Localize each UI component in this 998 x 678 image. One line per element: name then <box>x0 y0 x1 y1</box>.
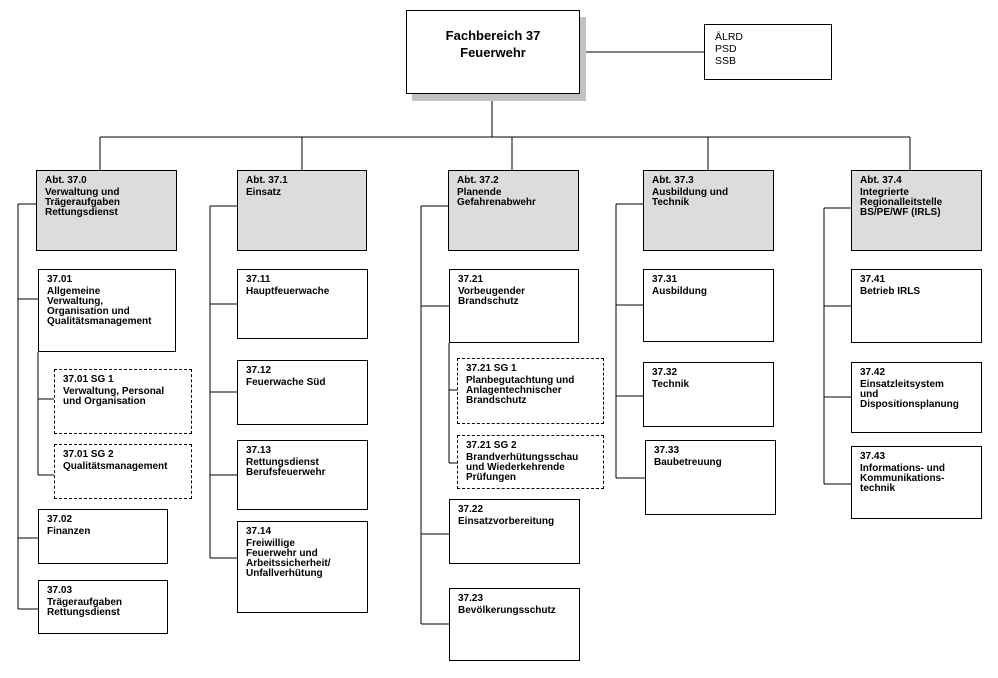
unit-box-37-12: 37.12 Feuerwache Süd <box>237 360 368 425</box>
unit-box-37-33: 37.33 Baubetreuung <box>645 440 776 515</box>
dept-box-37-2: Abt. 37.2 Planende Gefahrenabwehr <box>448 170 579 251</box>
top-unit-box: Fachbereich 37 Feuerwehr <box>406 10 580 94</box>
unit-code: 37.23 <box>458 593 484 604</box>
unit-code: 37.41 <box>860 274 886 285</box>
dept-code: Abt. 37.2 <box>457 175 499 186</box>
unit-box-37-42: 37.42 Einsatzleitsystem und Dispositions… <box>851 362 982 433</box>
unit-code: 37.02 <box>47 514 73 525</box>
dept-name: Planende Gefahrenabwehr <box>457 187 536 208</box>
dept-name: Verwaltung und Trägeraufgaben Rettungsdi… <box>45 187 121 218</box>
unit-box-37-23: 37.23 Bevölkerungsschutz <box>449 588 580 661</box>
unit-name: Qualitätsmanagement <box>63 461 168 472</box>
dept-code: Abt. 37.4 <box>860 175 902 186</box>
unit-code: 37.21 SG 1 <box>466 363 517 374</box>
unit-box-37-41: 37.41 Betrieb IRLS <box>851 269 982 343</box>
unit-name: Vorbeugender Brandschutz <box>458 286 526 307</box>
unit-name: Finanzen <box>47 526 91 537</box>
unit-name: Brandverhütungsschau und Wiederkehrende … <box>466 452 579 483</box>
staff-box: ÄLRD PSD SSB <box>704 24 832 80</box>
unit-code: 37.32 <box>652 367 678 378</box>
unit-name: Rettungsdienst Berufsfeuerwehr <box>246 457 326 478</box>
unit-name: Betrieb IRLS <box>860 286 921 297</box>
unit-box-37-21-sg1: 37.21 SG 1 Planbegutachtung und Anlagent… <box>457 358 604 424</box>
unit-code: 37.21 SG 2 <box>466 440 517 451</box>
dept-name: Einsatz <box>246 187 282 198</box>
staff-item: ÄLRD <box>715 31 744 43</box>
dept-box-37-3: Abt. 37.3 Ausbildung und Technik <box>643 170 774 251</box>
unit-code: 37.42 <box>860 367 886 378</box>
dept-name: Ausbildung und Technik <box>652 187 729 208</box>
unit-box-37-01: 37.01 Allgemeine Verwaltung, Organisatio… <box>38 269 176 352</box>
unit-box-37-01-sg1: 37.01 SG 1 Verwaltung, Personal und Orga… <box>54 369 192 434</box>
unit-box-37-03: 37.03 Trägeraufgaben Rettungsdienst <box>38 580 168 634</box>
unit-box-37-02: 37.02 Finanzen <box>38 509 168 564</box>
unit-name: Allgemeine Verwaltung, Organisation und … <box>47 286 152 327</box>
unit-code: 37.12 <box>246 365 272 376</box>
unit-name: Ausbildung <box>652 286 707 297</box>
unit-code: 37.43 <box>860 451 886 462</box>
unit-name: Feuerwache Süd <box>246 377 326 388</box>
unit-code: 37.03 <box>47 585 73 596</box>
unit-name: Hauptfeuerwache <box>246 286 330 297</box>
unit-box-37-21-sg2: 37.21 SG 2 Brandverhütungsschau und Wied… <box>457 435 604 489</box>
unit-code: 37.21 <box>458 274 484 285</box>
unit-code: 37.33 <box>654 445 680 456</box>
unit-code: 37.01 SG 2 <box>63 449 114 460</box>
dept-box-37-1: Abt. 37.1 Einsatz <box>237 170 367 251</box>
unit-code: 37.14 <box>246 526 272 537</box>
unit-box-37-43: 37.43 Informations- und Kommunikations- … <box>851 446 982 519</box>
unit-box-37-13: 37.13 Rettungsdienst Berufsfeuerwehr <box>237 440 368 510</box>
dept-code: Abt. 37.1 <box>246 175 288 186</box>
unit-box-37-32: 37.32 Technik <box>643 362 774 427</box>
unit-code: 37.01 <box>47 274 73 285</box>
dept-box-37-4: Abt. 37.4 Integrierte Regionalleitstelle… <box>851 170 982 251</box>
dept-box-37-0: Abt. 37.0 Verwaltung und Trägeraufgaben … <box>36 170 177 251</box>
unit-name: Trägeraufgaben Rettungsdienst <box>47 597 123 618</box>
unit-name: Verwaltung, Personal und Organisation <box>63 386 165 407</box>
unit-box-37-22: 37.22 Einsatzvorbereitung <box>449 499 580 564</box>
staff-item: SSB <box>715 55 737 67</box>
unit-code: 37.31 <box>652 274 678 285</box>
staff-item: PSD <box>715 43 737 55</box>
unit-code: 37.01 SG 1 <box>63 374 114 385</box>
unit-name: Planbegutachtung und Anlagentechnischer … <box>466 375 575 406</box>
unit-name: Baubetreuung <box>654 457 722 468</box>
unit-box-37-21: 37.21 Vorbeugender Brandschutz <box>449 269 579 343</box>
dept-code: Abt. 37.3 <box>652 175 694 186</box>
unit-name: Einsatzvorbereitung <box>458 516 555 527</box>
unit-box-37-01-sg2: 37.01 SG 2 Qualitätsmanagement <box>54 444 192 499</box>
unit-box-37-31: 37.31 Ausbildung <box>643 269 774 342</box>
unit-name: Bevölkerungsschutz <box>458 605 556 616</box>
unit-code: 37.13 <box>246 445 272 456</box>
unit-code: 37.22 <box>458 504 484 515</box>
unit-box-37-11: 37.11 Hauptfeuerwache <box>237 269 368 339</box>
dept-code: Abt. 37.0 <box>45 175 87 186</box>
dept-name: Integrierte Regionalleitstelle BS/PE/WF … <box>860 187 943 218</box>
top-unit-title: Fachbereich 37 Feuerwehr <box>445 28 541 60</box>
unit-name: Einsatzleitsystem und Dispositionsplanun… <box>860 379 959 410</box>
unit-name: Technik <box>652 379 690 390</box>
unit-code: 37.11 <box>246 274 271 285</box>
unit-box-37-14: 37.14 Freiwillige Feuerwehr und Arbeitss… <box>237 521 368 613</box>
unit-name: Informations- und Kommunikations- techni… <box>860 463 945 494</box>
unit-name: Freiwillige Feuerwehr und Arbeitssicherh… <box>246 538 331 579</box>
